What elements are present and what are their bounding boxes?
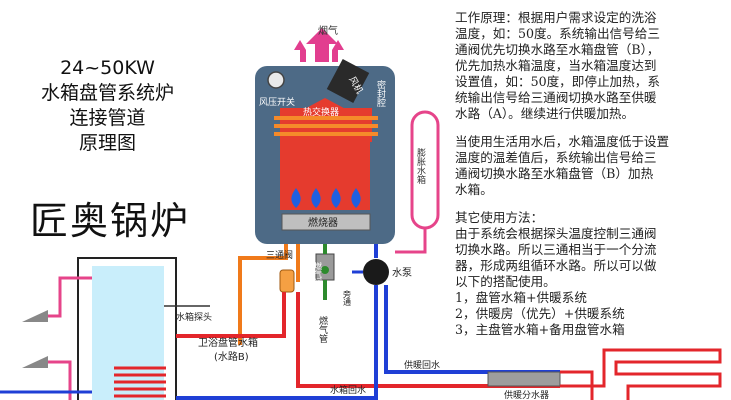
storage-tank-inner [92, 266, 164, 400]
option-1-line: 1，盘管水箱+供暖系统 [455, 290, 587, 305]
brand-name: 匠奥锅炉 [30, 199, 191, 243]
other-usage-paragraph: 其它使用方法： 由于系统会根据探头温度控制三通阀 切换水路。所以三通相当于一个分… [455, 210, 727, 338]
tank-coil [114, 366, 166, 398]
flame-icon [331, 188, 341, 208]
three-way-valve-label: 三通阀 [266, 250, 293, 261]
hot-water-line: 水箱。 [455, 182, 493, 197]
floor-heating-loop [560, 348, 722, 400]
flame-icon [311, 188, 321, 208]
other-usage-line: 切换水路。所以三通相当于一个分流 [455, 242, 657, 257]
other-usage-line: 器，形成两组循环水路。所以可以做 [455, 258, 657, 273]
hot-water-branch-pipe [48, 360, 72, 400]
other-usage-line: 以下的搭配使用。 [455, 274, 556, 289]
valve-to-coil-pipe [238, 244, 288, 345]
heating-return-pipe [384, 285, 560, 374]
burner-bar [281, 213, 371, 231]
tank-probe-label: 水箱探头 [176, 311, 212, 323]
burner-label: 燃烧器 [308, 216, 338, 229]
principle-line: 设置值，如：50度，即停止加热，系 [455, 74, 660, 89]
other-usage-line: 其它使用方法： [455, 210, 544, 225]
flue-label: 烟气 [318, 24, 338, 37]
explanation-panel: 工作原理：根据用户需求设定的洗浴 温度，如：50度。系统输出信号给三 通阀优先切… [455, 10, 727, 350]
title-line-system: 水箱盘管系统炉 [40, 82, 174, 104]
hot-water-line: 当使用生活用水后，水箱温度低于设置 [455, 134, 670, 149]
burner-flames [291, 188, 361, 208]
floor-heating-return [560, 370, 594, 400]
tap-icon [22, 356, 48, 368]
diagram-title: 24~50KW 水箱盘管系统炉 连接管道 原理图 [0, 56, 215, 156]
principle-line: 统输出信号给三通阀切换水路至供暖 [455, 90, 657, 105]
heat-exchanger-label: 热交换器 [303, 106, 339, 118]
tap-icon [22, 310, 48, 322]
hot-water-paragraph: 当使用生活用水后，水箱温度低于设置 温度的温差值后，系统输出信号给三 通阀切换水… [455, 134, 727, 198]
gas-pipe-label: 燃气管 [317, 315, 328, 343]
principle-line: 温度，如：50度。系统输出信号给三 [455, 26, 660, 41]
option-2-line: 2，供暖房（优先）+供暖系统 [455, 306, 625, 321]
manifold-label: 供暖分水器 [504, 389, 549, 400]
heating-manifold-icon [487, 371, 561, 387]
principle-paragraph: 工作原理：根据用户需求设定的洗浴 温度，如：50度。系统输出信号给三 通阀优先切… [455, 10, 727, 122]
sealed-chamber-label: 密封腔 [375, 79, 386, 108]
tank-return-pipe [176, 285, 378, 400]
hot-water-outlet-pipe [48, 276, 92, 318]
principle-line: 优先加热水箱温度，当水箱温度达到 [455, 58, 657, 73]
title-line-power: 24~50KW [60, 57, 155, 79]
flame-icon [291, 188, 301, 208]
flue-arrow-icon [306, 28, 338, 62]
pressure-switch-icon [267, 71, 285, 89]
expansion-pipe [395, 228, 427, 254]
tap-icons [22, 310, 48, 368]
flue-arrow-icon [332, 40, 344, 62]
flue-arrow-icon [294, 40, 306, 62]
flame-icon [351, 188, 361, 208]
gas-valve-label: 燃气阀 [314, 261, 323, 287]
principle-line: 通阀优先切换水路至水箱盘管（B）， [455, 42, 660, 57]
tank-return-label: 水箱回水 [330, 384, 366, 396]
title-line-piping: 连接管道 [69, 107, 146, 129]
pump-label: 水泵 [392, 267, 412, 279]
exchanger-coil [274, 116, 378, 136]
coil-tank-label: 卫浴盘管水箱 [198, 336, 258, 349]
title-line-schematic: 原理图 [78, 132, 136, 154]
fan-switch-label: 风压开关 [259, 96, 295, 108]
hot-water-line: 温度的温差值后，系统输出信号给三 [455, 150, 657, 165]
bypass-label: 旁通 [343, 289, 352, 307]
hot-water-line: 通阀切换水路至水箱盘管（B）加热 [455, 166, 654, 181]
coil-supply-pipe [176, 292, 286, 338]
heating-return-label: 供暖回水 [404, 359, 440, 371]
other-usage-line: 由于系统会根据探头温度控制三通阀 [455, 226, 657, 241]
coil-tank-subtitle: (水路B) [214, 350, 249, 363]
expansion-tank-label: 膨胀水箱 [415, 147, 426, 185]
gas-valve-knob-icon [321, 266, 329, 274]
principle-line: 工作原理：根据用户需求设定的洗浴 [455, 10, 657, 25]
option-3-line: 3，主盘管水箱+备用盘管水箱 [455, 322, 625, 337]
three-way-valve-icon [279, 269, 295, 293]
principle-line: 水路（A）。继续进行供暖加热。 [455, 106, 635, 121]
fan-icon [326, 58, 370, 104]
pump-icon [363, 259, 389, 285]
heating-supply-pipe [296, 292, 560, 388]
